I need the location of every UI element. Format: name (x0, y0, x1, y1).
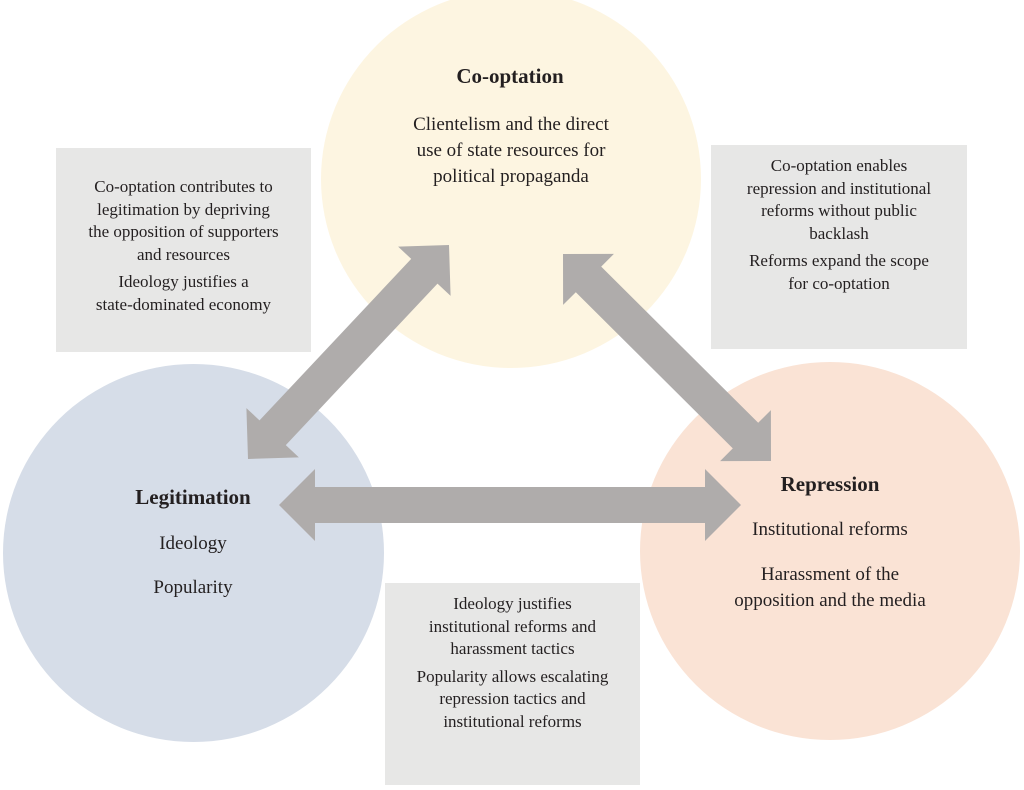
note-legitimation-cooptation: Co-optation contributes to legitimation … (56, 148, 311, 352)
note-line: Ideology justifies a (118, 272, 249, 291)
legitimation-circle (3, 364, 384, 742)
repression-item-harassment: Harassment of the opposition and the med… (720, 562, 940, 614)
legitimation-title: Legitimation (135, 485, 251, 509)
arrow-cooptation-repression (563, 253, 771, 462)
cooptation-description: Clientelism and the direct use of state … (380, 112, 642, 190)
note-line: reforms without public (761, 201, 917, 220)
note-paragraph: Ideology justifies a state-dominated eco… (56, 271, 311, 316)
note-line: harassment tactics (450, 639, 575, 658)
repression-circle (640, 362, 1020, 740)
arrow-legitimation-repression (279, 469, 741, 541)
note-line: legitimation by depriving (97, 199, 270, 219)
note-paragraph: Reforms expand the scope for co-optation (711, 250, 967, 295)
note-line: for co-optation (788, 273, 890, 293)
note-paragraph: Co-optation contributes to legitimation … (56, 176, 311, 266)
arrow-legitimation-cooptation (246, 245, 451, 459)
note-cooptation-repression: Co-optation enables repression and insti… (711, 145, 967, 349)
note-line: institutional reforms (443, 711, 582, 731)
repression-title: Repression (780, 472, 880, 496)
description-line: opposition and the media (734, 590, 926, 611)
note-line: repression tactics and (439, 689, 586, 708)
cooptation-title: Co-optation (456, 64, 564, 88)
note-line: state-dominated economy (95, 294, 272, 314)
note-line: repression and institutional (746, 178, 932, 198)
description-line: political propaganda (433, 166, 589, 187)
note-line: Ideology justifies (453, 594, 572, 613)
note-line: Reforms expand the scope (749, 251, 929, 270)
note-line: institutional reforms and (428, 616, 597, 636)
note-line: Co-optation contributes to (94, 177, 273, 196)
legitimation-item-popularity: Popularity (153, 577, 233, 598)
note-line: the opposition of supporters (88, 222, 279, 241)
note-line: and resources (137, 244, 230, 264)
description-line: use of state resources for (416, 140, 606, 161)
description-line: Harassment of the (760, 564, 900, 585)
description-line: Clientelism and the direct (413, 114, 609, 135)
note-line: backlash (809, 223, 869, 243)
legitimation-item-ideology: Ideology (159, 533, 227, 554)
note-paragraph: Popularity allows escalating repression … (385, 666, 640, 734)
repression-item-institutional-reforms: Institutional reforms (752, 519, 908, 540)
note-paragraph: Co-optation enables repression and insti… (711, 155, 967, 245)
note-line: Co-optation enables (770, 156, 908, 175)
note-line: Popularity allows escalating (416, 666, 609, 686)
note-paragraph: Ideology justifies institutional reforms… (385, 593, 640, 661)
note-legitimation-repression: Ideology justifies institutional reforms… (385, 583, 640, 785)
